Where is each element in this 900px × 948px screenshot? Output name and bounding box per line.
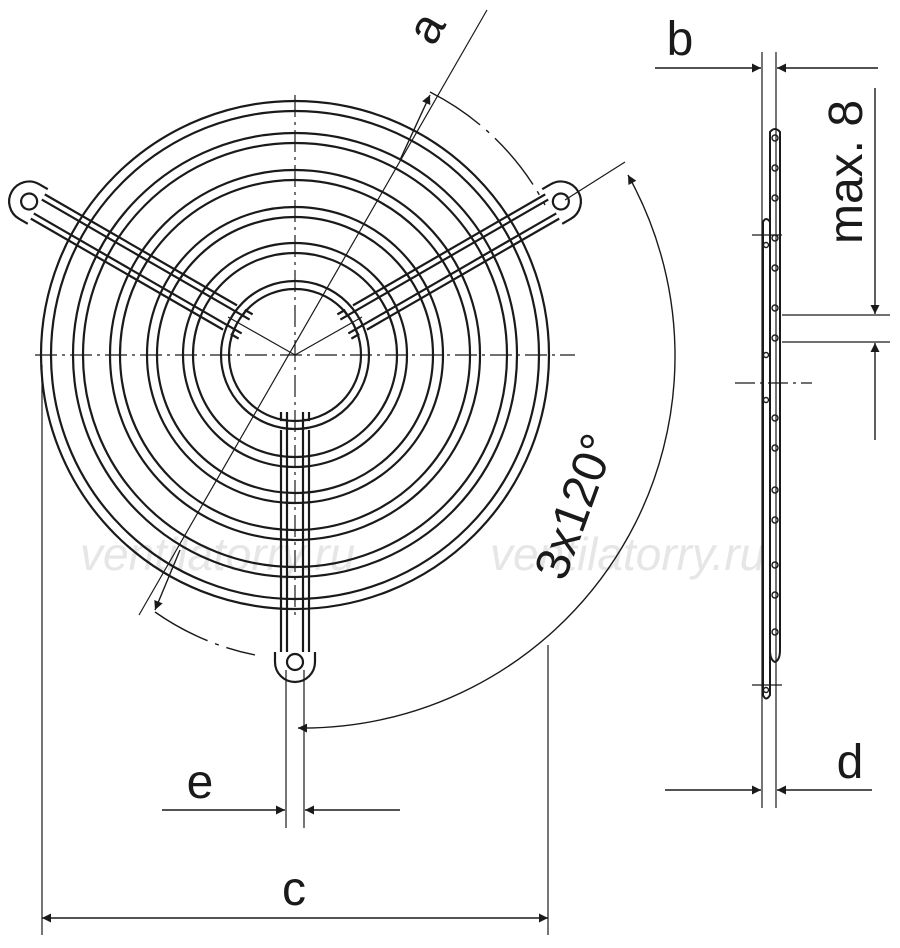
dimension-e [162,670,400,828]
dimension-max8 [782,88,890,440]
label-max8: max. 8 [820,100,873,244]
dimension-c [41,365,549,935]
watermark-left: ventilatorry.ru [80,528,355,580]
label-c: c [282,863,306,916]
dimension-angle [297,174,676,733]
side-wire-dots [762,134,779,694]
strut-upper-left [8,180,254,340]
label-d: d [837,736,864,789]
strut-upper-right [336,180,582,340]
label-b: b [667,13,694,66]
mount-reference-line [564,161,626,201]
label-a: a [397,3,456,53]
label-e: e [187,756,214,809]
side-view [735,52,812,808]
